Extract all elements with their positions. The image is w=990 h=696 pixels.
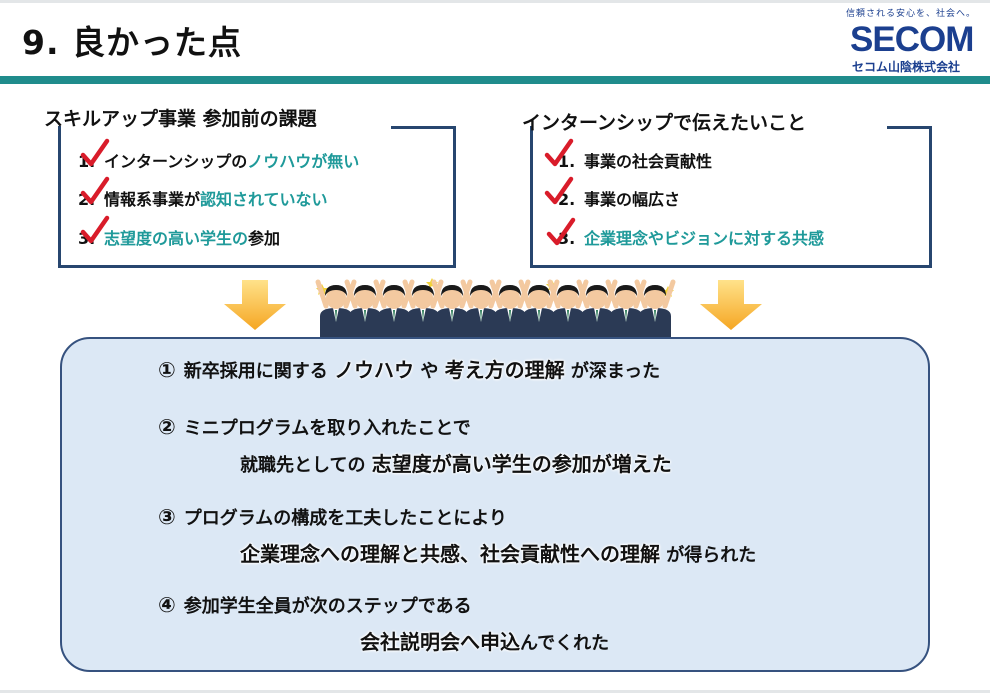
check-mark-icon: [80, 176, 110, 205]
check-mark-icon: [80, 215, 110, 244]
down-arrow-icon: [700, 280, 762, 330]
check-mark-icon: [80, 138, 110, 167]
issue-item-1: 1.インターンシップのノウハウが無い: [78, 152, 360, 171]
bottom-rule: [0, 690, 990, 693]
issues-box: [58, 126, 456, 268]
cheering-people-illustration: [315, 278, 678, 340]
message-item-3: 3.企業理念やビジョンに対する共感: [558, 229, 825, 248]
message-item-1: 1.事業の社会貢献性: [558, 152, 713, 171]
header-band: [0, 76, 990, 84]
check-mark-icon: [546, 217, 576, 246]
result-3-line-2: 企業理念への理解と共感、社会貢献性への理解 が得られた: [240, 542, 757, 566]
issue-item-2: 2.情報系事業が認知されていない: [78, 190, 328, 209]
top-rule: [0, 0, 990, 3]
result-2-line-2: 就職先としての 志望度が高い学生の参加が増えた: [240, 452, 672, 476]
result-4-line-2: 会社説明会へ申込んでくれた: [360, 630, 610, 654]
messages-heading: インターンシップで伝えたいこと: [522, 112, 807, 134]
issues-heading: スキルアップ事業 参加前の課題: [44, 108, 317, 130]
page-title: 9. 良かった点: [22, 23, 242, 62]
message-item-2: 2.事業の幅広さ: [558, 190, 681, 209]
logo-company-name: セコム山陰株式会社: [852, 60, 961, 74]
check-mark-icon: [544, 138, 574, 167]
check-mark-icon: [544, 176, 574, 205]
secom-logo: 信頼される安心を、社会へ。 SECOM セコム山陰株式会社: [840, 6, 980, 74]
down-arrow-icon: [224, 280, 286, 330]
results-box: [60, 337, 930, 672]
messages-box: [530, 126, 932, 268]
logo-wordmark: SECOM: [850, 20, 974, 59]
logo-tagline: 信頼される安心を、社会へ。: [845, 9, 976, 19]
